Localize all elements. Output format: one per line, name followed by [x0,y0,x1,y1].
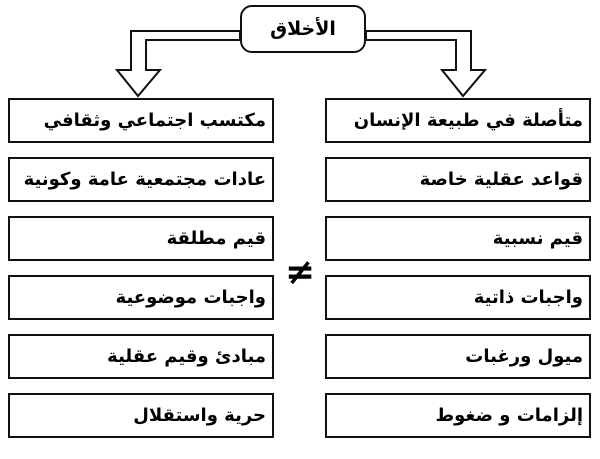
right-item-1-label: متأصلة في طبيعة الإنسان [353,109,583,131]
right-branch-arrow-icon [365,30,488,98]
right-item-6-label: إلزامات و ضغوط [435,404,583,426]
right-item-2-label: قواعد عقلية خاصة [419,168,583,190]
left-item-3: قيم مطلقة [8,216,274,261]
left-branch-arrow-icon [114,30,241,98]
right-item-2: قواعد عقلية خاصة [325,157,591,202]
not-equal-symbol: ≠ [284,252,316,293]
left-item-2: عادات مجتمعية عامة وكونية [8,157,274,202]
left-item-1-label: مكتسب اجتماعي وثقافي [43,109,266,131]
left-item-4-label: واجبات موضوعية [115,286,266,308]
right-item-3: قيم نسبية [325,216,591,261]
left-item-6: حرية واستقلال [8,393,274,438]
right-item-5-label: ميول ورغبات [465,345,583,367]
left-item-2-label: عادات مجتمعية عامة وكونية [23,168,266,190]
left-item-6-label: حرية واستقلال [133,404,266,426]
root-node-ethics: الأخلاق [240,5,366,53]
left-item-3-label: قيم مطلقة [166,227,266,249]
right-item-3-label: قيم نسبية [492,227,583,249]
right-branch-column: متأصلة في طبيعة الإنسان قواعد عقلية خاصة… [325,98,591,438]
right-item-1: متأصلة في طبيعة الإنسان [325,98,591,143]
root-node-label: الأخلاق [270,17,336,40]
right-item-4: واجبات ذاتية [325,275,591,320]
left-item-4: واجبات موضوعية [8,275,274,320]
right-item-6: إلزامات و ضغوط [325,393,591,438]
right-item-4-label: واجبات ذاتية [473,286,583,308]
left-item-5: مبادئ وقيم عقلية [8,334,274,379]
left-item-1: مكتسب اجتماعي وثقافي [8,98,274,143]
left-branch-column: مكتسب اجتماعي وثقافي عادات مجتمعية عامة … [8,98,274,438]
left-item-5-label: مبادئ وقيم عقلية [107,345,266,367]
right-item-5: ميول ورغبات [325,334,591,379]
